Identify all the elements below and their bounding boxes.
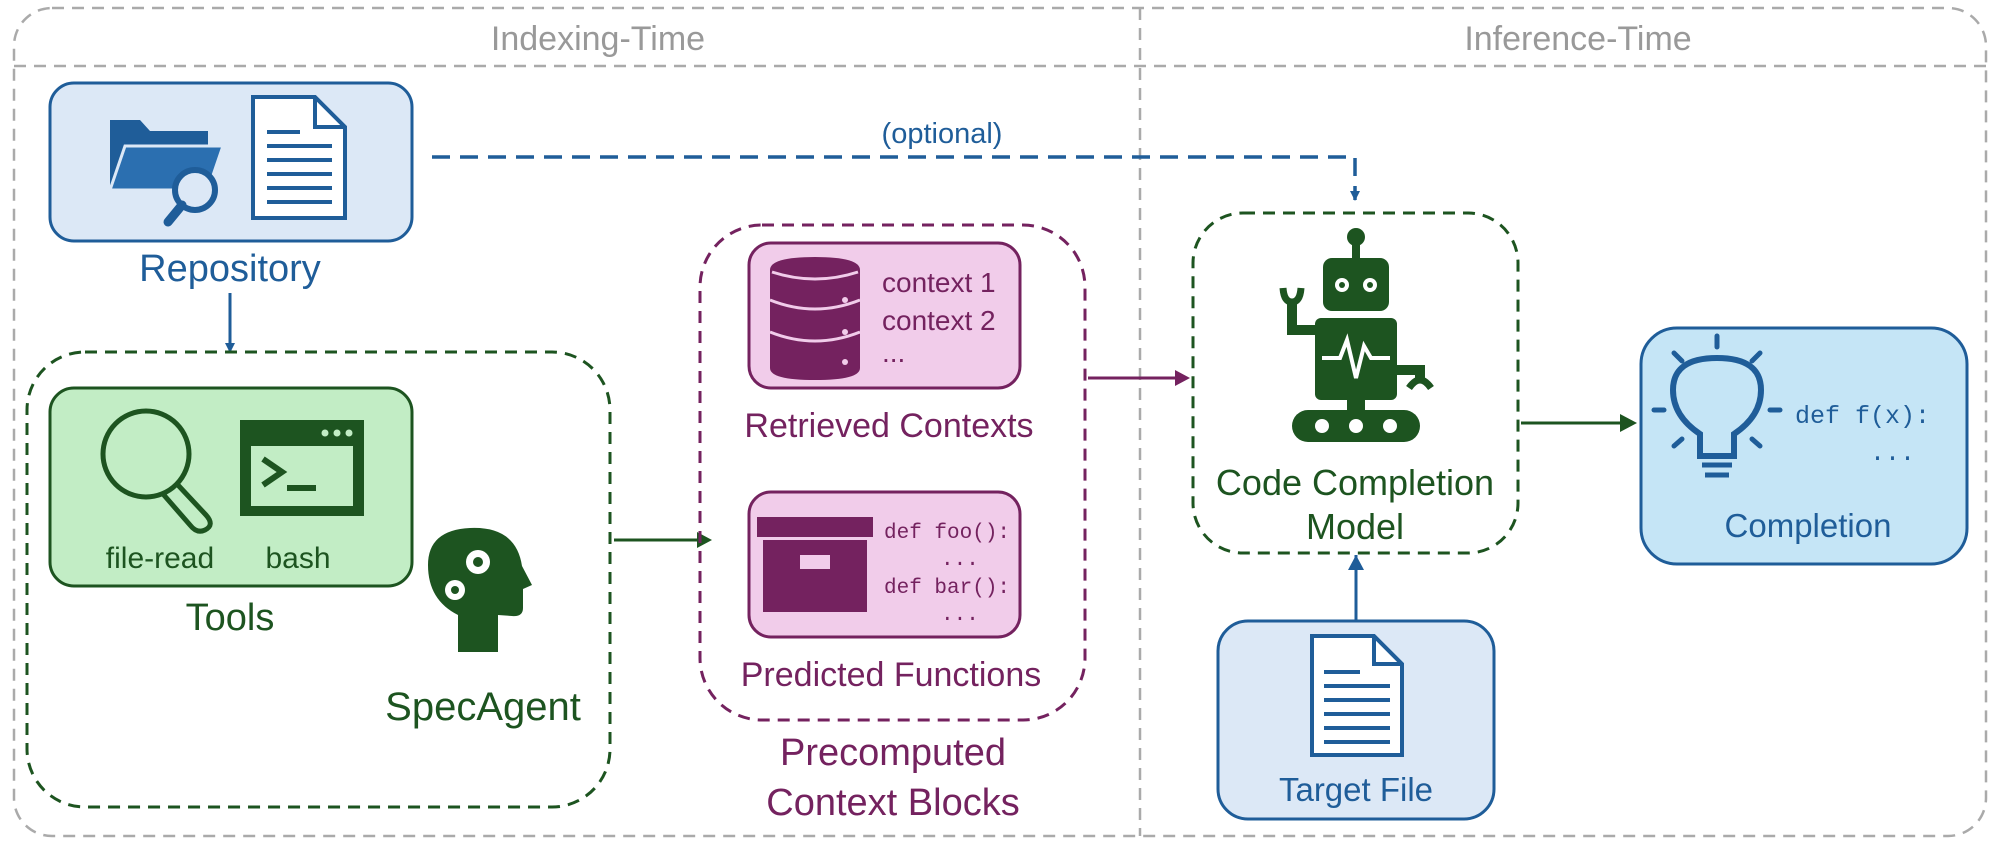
specagent-label: SpecAgent — [385, 685, 581, 729]
terminal-icon — [240, 420, 364, 516]
completion-code-line-2: ... — [1870, 439, 1915, 468]
predicted-functions-box — [747, 490, 1022, 639]
lightbulb-icon — [1651, 333, 1783, 478]
target-document-icon — [1310, 634, 1404, 757]
predicted-code-line-4: ... — [941, 604, 979, 627]
magnifier-icon — [100, 408, 213, 534]
completion-code-line-1: def f(x): — [1795, 402, 1930, 431]
robot-icon — [1279, 228, 1434, 442]
head-gears-icon — [428, 527, 532, 652]
archive-box-icon — [757, 517, 873, 612]
predicted-code-line-3: def bar(): — [884, 577, 1010, 600]
precomputed-container — [698, 223, 1087, 722]
indexing-time-label: Indexing-Time — [491, 20, 705, 58]
context-line-ellipsis: ... — [882, 337, 905, 368]
completion-label: Completion — [1725, 507, 1892, 544]
model-label-line-1: Code Completion — [1216, 462, 1494, 503]
retrieved-contexts-box — [747, 241, 1022, 390]
section-frame — [12, 6, 1988, 838]
inference-time-label: Inference-Time — [1464, 20, 1691, 58]
predicted-code-line-1: def foo(): — [884, 522, 1010, 545]
completion-node — [1639, 326, 1969, 566]
document-icon — [251, 95, 347, 220]
optional-edge — [432, 155, 1360, 201]
optional-edge-label: (optional) — [882, 118, 1003, 150]
model-container — [1191, 211, 1520, 555]
precomputed-label-line-2: Context Blocks — [766, 782, 1019, 824]
context-line-2: context 2 — [882, 305, 996, 336]
tool-bash-label: bash — [265, 542, 330, 575]
repository-label: Repository — [139, 248, 321, 290]
predicted-functions-label: Predicted Functions — [741, 656, 1042, 694]
context-line-1: context 1 — [882, 267, 996, 298]
retrieved-contexts-label: Retrieved Contexts — [744, 407, 1033, 445]
repository-node — [48, 81, 414, 243]
database-icon — [769, 257, 861, 380]
precomputed-label-line-1: Precomputed — [780, 732, 1006, 774]
model-label-line-2: Model — [1306, 506, 1404, 547]
specagent-container — [25, 350, 612, 809]
folder-search-icon — [107, 120, 226, 227]
tools-label: Tools — [186, 597, 275, 639]
target-file-node — [1216, 619, 1496, 821]
target-file-label: Target File — [1279, 771, 1433, 808]
tools-box — [48, 386, 414, 588]
tool-file-read-label: file-read — [106, 542, 214, 575]
predicted-code-line-2: ... — [941, 549, 979, 572]
